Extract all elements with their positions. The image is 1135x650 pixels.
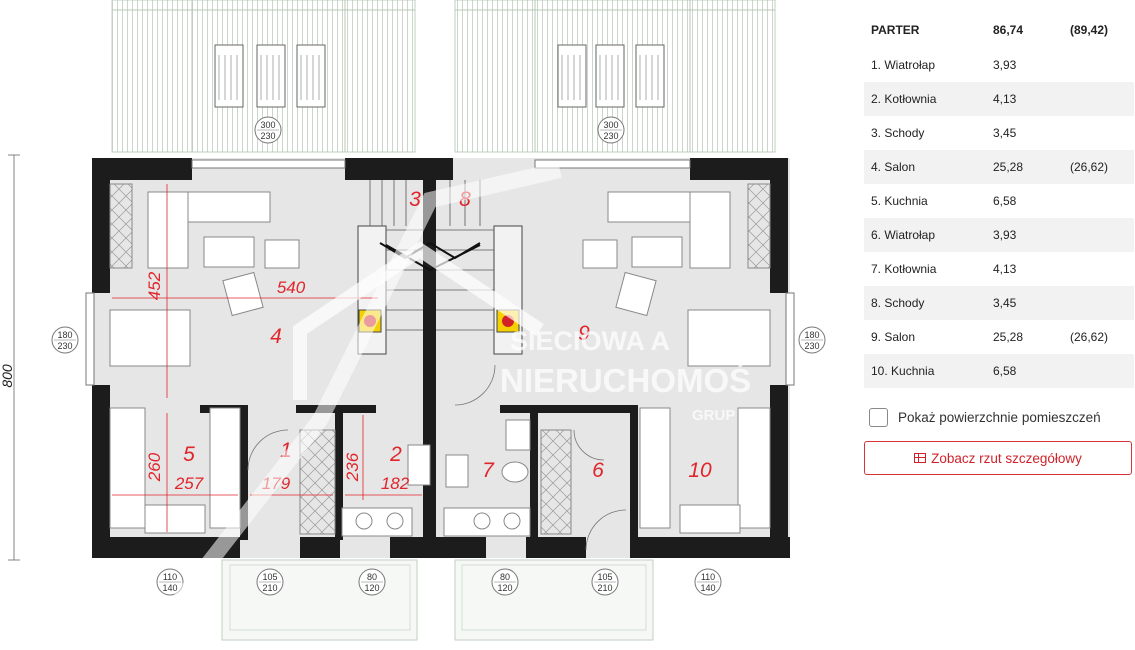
- opening-label-window-left: 180 230: [51, 326, 79, 354]
- total-area-alt: (89,42): [1070, 23, 1109, 37]
- opening-label-bottom-5: 105 210: [591, 568, 619, 596]
- room-number-5: 5: [183, 443, 195, 466]
- total-area: 86,74: [993, 23, 1024, 37]
- floor-plan: 800: [0, 0, 826, 641]
- svg-text:105: 105: [262, 572, 277, 582]
- dimension-540: 540: [277, 278, 306, 297]
- svg-text:140: 140: [700, 583, 715, 593]
- dimension-260: 260: [145, 452, 164, 482]
- opening-label-bottom-1: 110 140: [156, 568, 184, 596]
- room-number-3: 3: [409, 188, 421, 211]
- svg-text:105: 105: [597, 572, 612, 582]
- room-number-10: 10: [688, 459, 712, 482]
- svg-text:230: 230: [57, 341, 72, 351]
- svg-text:110: 110: [163, 572, 177, 582]
- svg-text:210: 210: [262, 583, 277, 593]
- svg-text:230: 230: [804, 341, 819, 351]
- svg-text:GRUP EN: GRUP EN: [692, 407, 760, 424]
- floor-area: [92, 158, 790, 558]
- svg-text:SIECIOWA A: SIECIOWA A: [510, 326, 670, 356]
- entrance-terrace-right: [454, 559, 654, 641]
- svg-text:NIERUCHOMOŚ: NIERUCHOMOŚ: [500, 362, 751, 399]
- entrance-terrace-left: [221, 559, 418, 641]
- opening-label-window-right: 180 230: [798, 326, 826, 354]
- show-areas-label: Pokaż powierzchnie pomieszczeń: [898, 410, 1101, 425]
- show-areas-toggle[interactable]: Pokaż powierzchnie pomieszczeń: [869, 408, 1134, 427]
- dimension-182: 182: [381, 474, 410, 493]
- svg-text:140: 140: [162, 583, 177, 593]
- room-number-7: 7: [482, 459, 495, 482]
- room-number-9: 9: [578, 322, 590, 345]
- dimension-257: 257: [174, 474, 204, 493]
- svg-text:230: 230: [260, 131, 275, 141]
- svg-text:180: 180: [57, 330, 72, 340]
- room-number-2: 2: [389, 443, 402, 466]
- opening-label-bottom-3: 80 120: [358, 568, 386, 596]
- svg-text:80: 80: [500, 572, 510, 582]
- opening-label-terrace-left: 300 230: [254, 116, 282, 144]
- table-header-row: PARTER 86,74 (89,42): [864, 12, 1134, 48]
- opening-label-terrace-right: 300 230: [597, 116, 625, 144]
- room-number-1: 1: [280, 439, 292, 462]
- detailed-plan-button[interactable]: Zobacz rzut szczegółowy: [864, 441, 1132, 475]
- svg-text:300: 300: [603, 120, 618, 130]
- opening-label-bottom-2: 105 210: [256, 568, 284, 596]
- show-areas-checkbox[interactable]: [869, 408, 888, 427]
- room-number-4: 4: [270, 325, 282, 348]
- svg-text:120: 120: [364, 583, 379, 593]
- watermark: SIECIOWA A NIERUCHOMOŚ GRUP EN: [173, 162, 760, 605]
- room-number-6: 6: [592, 459, 604, 482]
- svg-text:80: 80: [367, 572, 377, 582]
- opening-label-bottom-4: 80 120: [491, 568, 519, 596]
- svg-text:230: 230: [603, 131, 618, 141]
- opening-label-bottom-6: 110 140: [694, 568, 722, 596]
- svg-text:300: 300: [260, 120, 275, 130]
- plan-icon: [914, 453, 927, 463]
- floor-title: PARTER: [871, 23, 920, 37]
- dimension-452: 452: [145, 271, 164, 300]
- svg-text:180: 180: [804, 330, 819, 340]
- furniture: [109, 183, 431, 537]
- dimension-236: 236: [343, 452, 362, 482]
- overall-height-dimension: 800: [0, 364, 15, 388]
- svg-text:120: 120: [497, 583, 512, 593]
- svg-text:210: 210: [597, 583, 612, 593]
- svg-text:110: 110: [701, 572, 715, 582]
- detailed-plan-label: Zobacz rzut szczegółowy: [931, 450, 1082, 466]
- floor-plan-drawing: 800: [0, 0, 826, 641]
